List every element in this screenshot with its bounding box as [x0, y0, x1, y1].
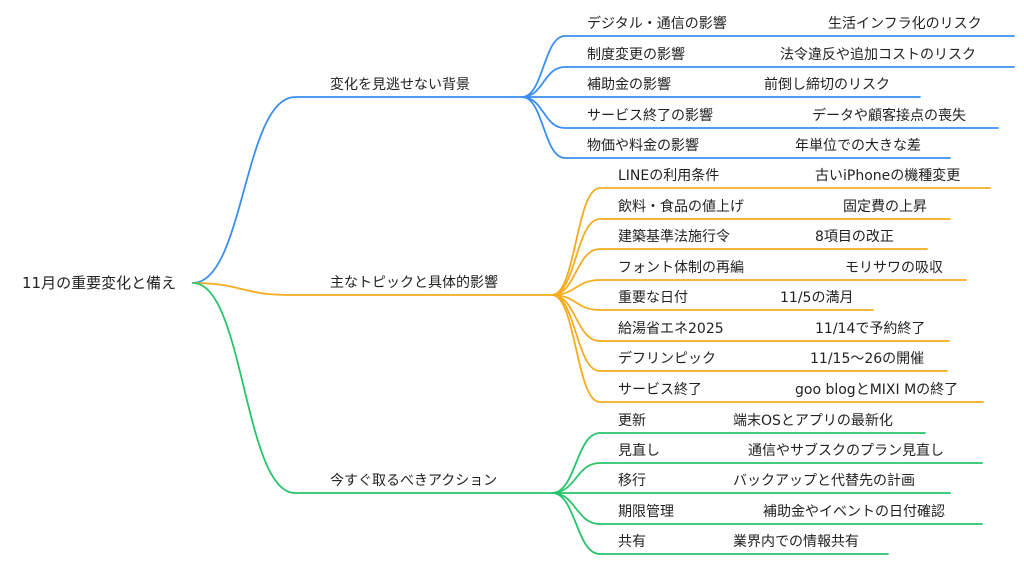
root-node[interactable]: 11月の重要変化と備え — [22, 274, 177, 292]
child-topic[interactable]: 物価や料金の影響 — [587, 138, 699, 154]
child-topic[interactable]: デフリンピック — [618, 351, 716, 367]
child-topic[interactable]: 見直し — [618, 443, 660, 459]
child-detail[interactable]: バックアップと代替先の計画 — [733, 473, 915, 489]
child-connector — [521, 66, 1015, 98]
child-topic[interactable]: 更新 — [618, 413, 646, 429]
child-topic[interactable]: サービス終了の影響 — [587, 108, 713, 124]
child-topic[interactable]: 共有 — [618, 534, 646, 550]
child-connector — [551, 279, 967, 296]
child-detail[interactable]: 11/5の満月 — [780, 290, 854, 306]
child-connector — [551, 492, 889, 555]
child-connector — [551, 462, 983, 494]
child-connector — [521, 96, 951, 159]
child-topic[interactable]: LINEの利用条件 — [618, 168, 720, 184]
child-detail[interactable]: 業界内での情報共有 — [733, 534, 859, 550]
child-detail[interactable]: 固定費の上昇 — [843, 199, 927, 215]
child-detail[interactable]: goo blogとMIXI Mの終了 — [795, 382, 959, 398]
child-detail[interactable]: 法令違反や追加コストのリスク — [780, 47, 976, 63]
child-topic[interactable]: サービス終了 — [618, 382, 702, 398]
child-detail[interactable]: 古いiPhoneの機種変更 — [815, 168, 961, 184]
child-detail[interactable]: モリサワの吸収 — [845, 260, 943, 276]
child-connector — [551, 218, 951, 296]
child-detail[interactable]: 補助金やイベントの日付確認 — [763, 504, 945, 520]
child-detail[interactable]: 生活インフラ化のリスク — [828, 16, 982, 32]
branch-node[interactable]: 今すぐ取るべきアクション — [330, 473, 498, 489]
child-detail[interactable]: 前倒し締切のリスク — [764, 77, 890, 93]
child-detail[interactable]: 11/15〜26の開催 — [810, 351, 925, 367]
child-connector — [551, 432, 926, 494]
child-connector — [551, 294, 984, 403]
child-detail[interactable]: データや顧客接点の喪失 — [812, 108, 966, 124]
child-topic[interactable]: 重要な日付 — [618, 290, 688, 306]
child-connector — [551, 248, 928, 296]
child-detail[interactable]: 端末OSとアプリの最新化 — [733, 413, 893, 429]
child-topic[interactable]: 補助金の影響 — [587, 77, 671, 93]
child-topic[interactable]: デジタル・通信の影響 — [587, 16, 727, 32]
child-detail[interactable]: 11/14で予約終了 — [815, 321, 926, 337]
child-topic[interactable]: 建築基準法施行令 — [618, 229, 730, 245]
branch-connector — [192, 282, 553, 494]
branch-node[interactable]: 変化を見逃せない背景 — [330, 77, 470, 93]
child-topic[interactable]: 給湯省エネ2025 — [618, 321, 724, 337]
child-detail[interactable]: 年単位での大きな差 — [795, 138, 921, 154]
branch-node[interactable]: 主なトピックと具体的影響 — [330, 275, 498, 291]
child-topic[interactable]: 飲料・食品の値上げ — [618, 199, 744, 215]
child-connector — [551, 187, 991, 296]
child-topic[interactable]: 制度変更の影響 — [587, 47, 685, 63]
branch-connector — [192, 282, 553, 296]
branch-connector — [192, 96, 523, 284]
child-connector — [521, 35, 1015, 98]
child-detail[interactable]: 8項目の改正 — [815, 229, 894, 245]
child-topic[interactable]: フォント体制の再編 — [618, 260, 744, 276]
child-detail[interactable]: 通信やサブスクのプラン見直し — [748, 443, 944, 459]
child-connector — [551, 492, 983, 525]
child-topic[interactable]: 期限管理 — [618, 504, 674, 520]
child-topic[interactable]: 移行 — [618, 473, 646, 489]
